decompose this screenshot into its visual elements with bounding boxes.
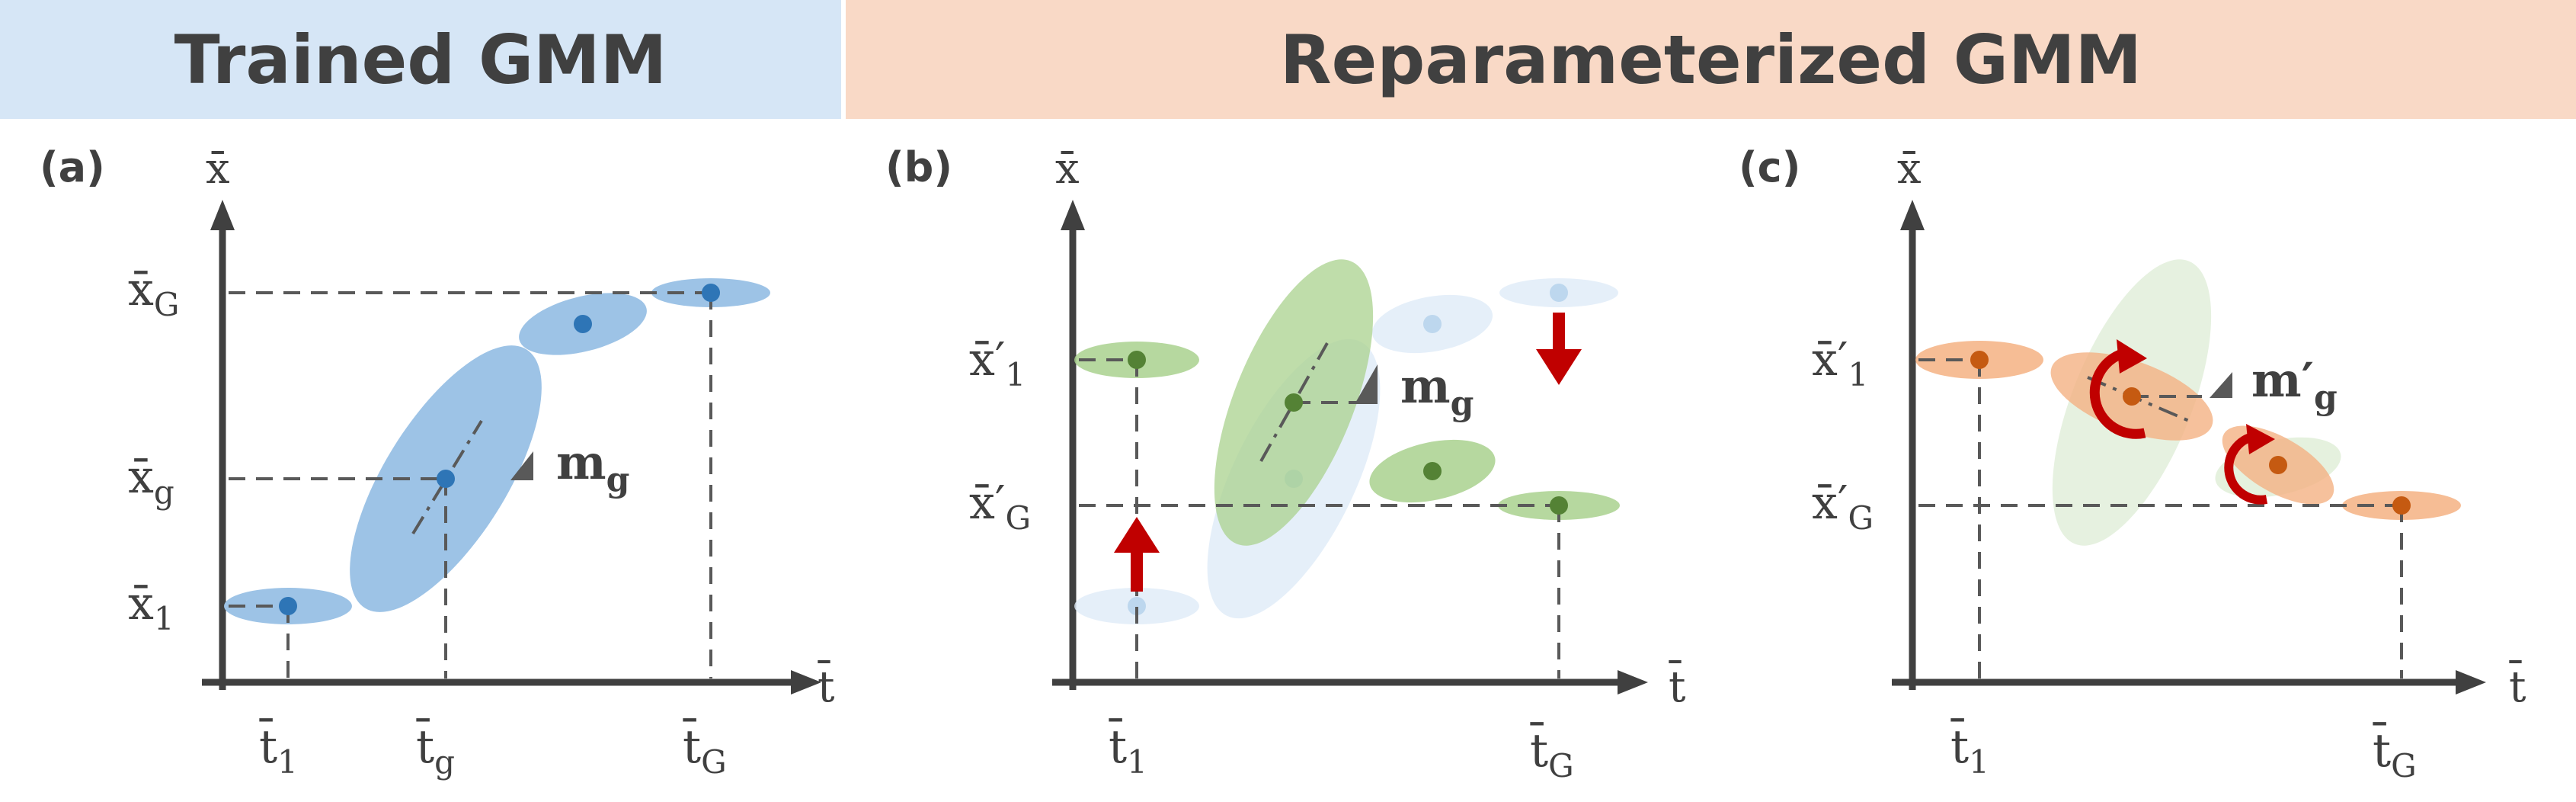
panel-c-xtick-1: t̄1 xyxy=(1950,718,1989,781)
panel-c-xtick-G: t̄G xyxy=(2373,722,2417,784)
banner-reparameterized-gmm: Reparameterized GMM xyxy=(846,0,2576,119)
panel-b-xtick-1: t̄1 xyxy=(1109,718,1147,781)
panel-a-mean-G xyxy=(702,284,720,302)
panel-c-ytick-1: x̄′1 xyxy=(1812,333,1868,393)
panel-b-x-arrowhead xyxy=(1618,670,1648,695)
panel-b-up-arrow xyxy=(1114,517,1160,592)
panel-c-x-arrowhead xyxy=(2456,670,2486,695)
panel-a-mean-g xyxy=(437,470,455,488)
panel-c: (c) x̄ t̄ x xyxy=(1739,143,2526,784)
panel-a: (a) x̄ t̄ x̄G x̄g x̄1 t̄1 xyxy=(40,143,835,781)
panel-b-original-mean-G xyxy=(1550,284,1568,302)
panel-a-x-arrowhead xyxy=(791,670,821,695)
panel-c-principal-axis xyxy=(2087,376,2195,425)
panel-b-y-axis-label: x̄ xyxy=(1055,144,1080,194)
panel-a-ytick-g: x̄g xyxy=(128,451,174,511)
banner-trained-gmm: Trained GMM xyxy=(0,0,841,119)
panel-a-slope-marker xyxy=(510,451,533,480)
panel-b-ytick-1: x̄′1 xyxy=(969,333,1026,393)
panel-b-mean-1 xyxy=(1128,351,1146,369)
panel-b-y-arrowhead xyxy=(1061,200,1085,230)
panel-a-x-axis-label: t̄ xyxy=(818,659,835,712)
panel-a-y-axis-label: x̄ xyxy=(206,144,230,194)
panel-a-xtick-g: t̄g xyxy=(416,718,455,781)
panel-a-y-arrowhead xyxy=(210,200,235,230)
panel-a-xtick-G: t̄G xyxy=(683,718,727,781)
panel-c-mg-label: m′g xyxy=(2251,352,2338,417)
panel-a-ytick-1: x̄1 xyxy=(128,577,174,637)
panel-b-down-arrow xyxy=(1536,313,1582,385)
panel-c-rotate-arrow-1 xyxy=(2089,339,2147,439)
panel-c-y-arrowhead xyxy=(1900,200,1925,230)
panel-b-mean-G xyxy=(1550,496,1568,515)
panel-b-mg-label: mg xyxy=(1400,358,1474,423)
panel-c-rotate-arrow-2 xyxy=(2224,424,2275,505)
panel-b-mean-3 xyxy=(1423,462,1442,480)
panel-b-xtick-G: t̄G xyxy=(1530,722,1574,784)
panel-c-mean-1 xyxy=(1970,351,1989,369)
panel-c-mean-G xyxy=(2392,496,2411,515)
panel-b-ytick-G: x̄′G xyxy=(969,476,1031,537)
panel-c-y-axis-label: x̄ xyxy=(1897,144,1922,194)
panel-c-mean-g xyxy=(2123,387,2141,406)
panel-c-label: (c) xyxy=(1739,143,1800,191)
panel-a-mg-label: mg xyxy=(556,435,629,499)
panel-b-original-mean-3 xyxy=(1423,315,1442,333)
panel-a-label: (a) xyxy=(40,143,105,191)
panel-b-original-mean-1 xyxy=(1128,597,1146,615)
panel-b-mean-g xyxy=(1285,393,1303,412)
panel-a-ytick-G: x̄G xyxy=(128,263,179,323)
panel-a-xtick-1: t̄1 xyxy=(259,718,298,781)
panel-a-mean-3 xyxy=(574,315,592,333)
panel-b-label: (b) xyxy=(885,143,952,191)
panel-a-mean-1 xyxy=(279,597,297,615)
panel-b-slope-marker xyxy=(1355,364,1378,404)
panel-b: (b) x̄ t̄ xyxy=(885,143,1686,784)
panel-c-ytick-G: x̄′G xyxy=(1812,476,1874,537)
panel-c-mean-3 xyxy=(2269,456,2287,474)
panel-b-x-axis-label: t̄ xyxy=(1669,659,1686,712)
panel-c-slope-marker xyxy=(2210,372,2232,398)
panel-c-x-axis-label: t̄ xyxy=(2509,659,2526,712)
